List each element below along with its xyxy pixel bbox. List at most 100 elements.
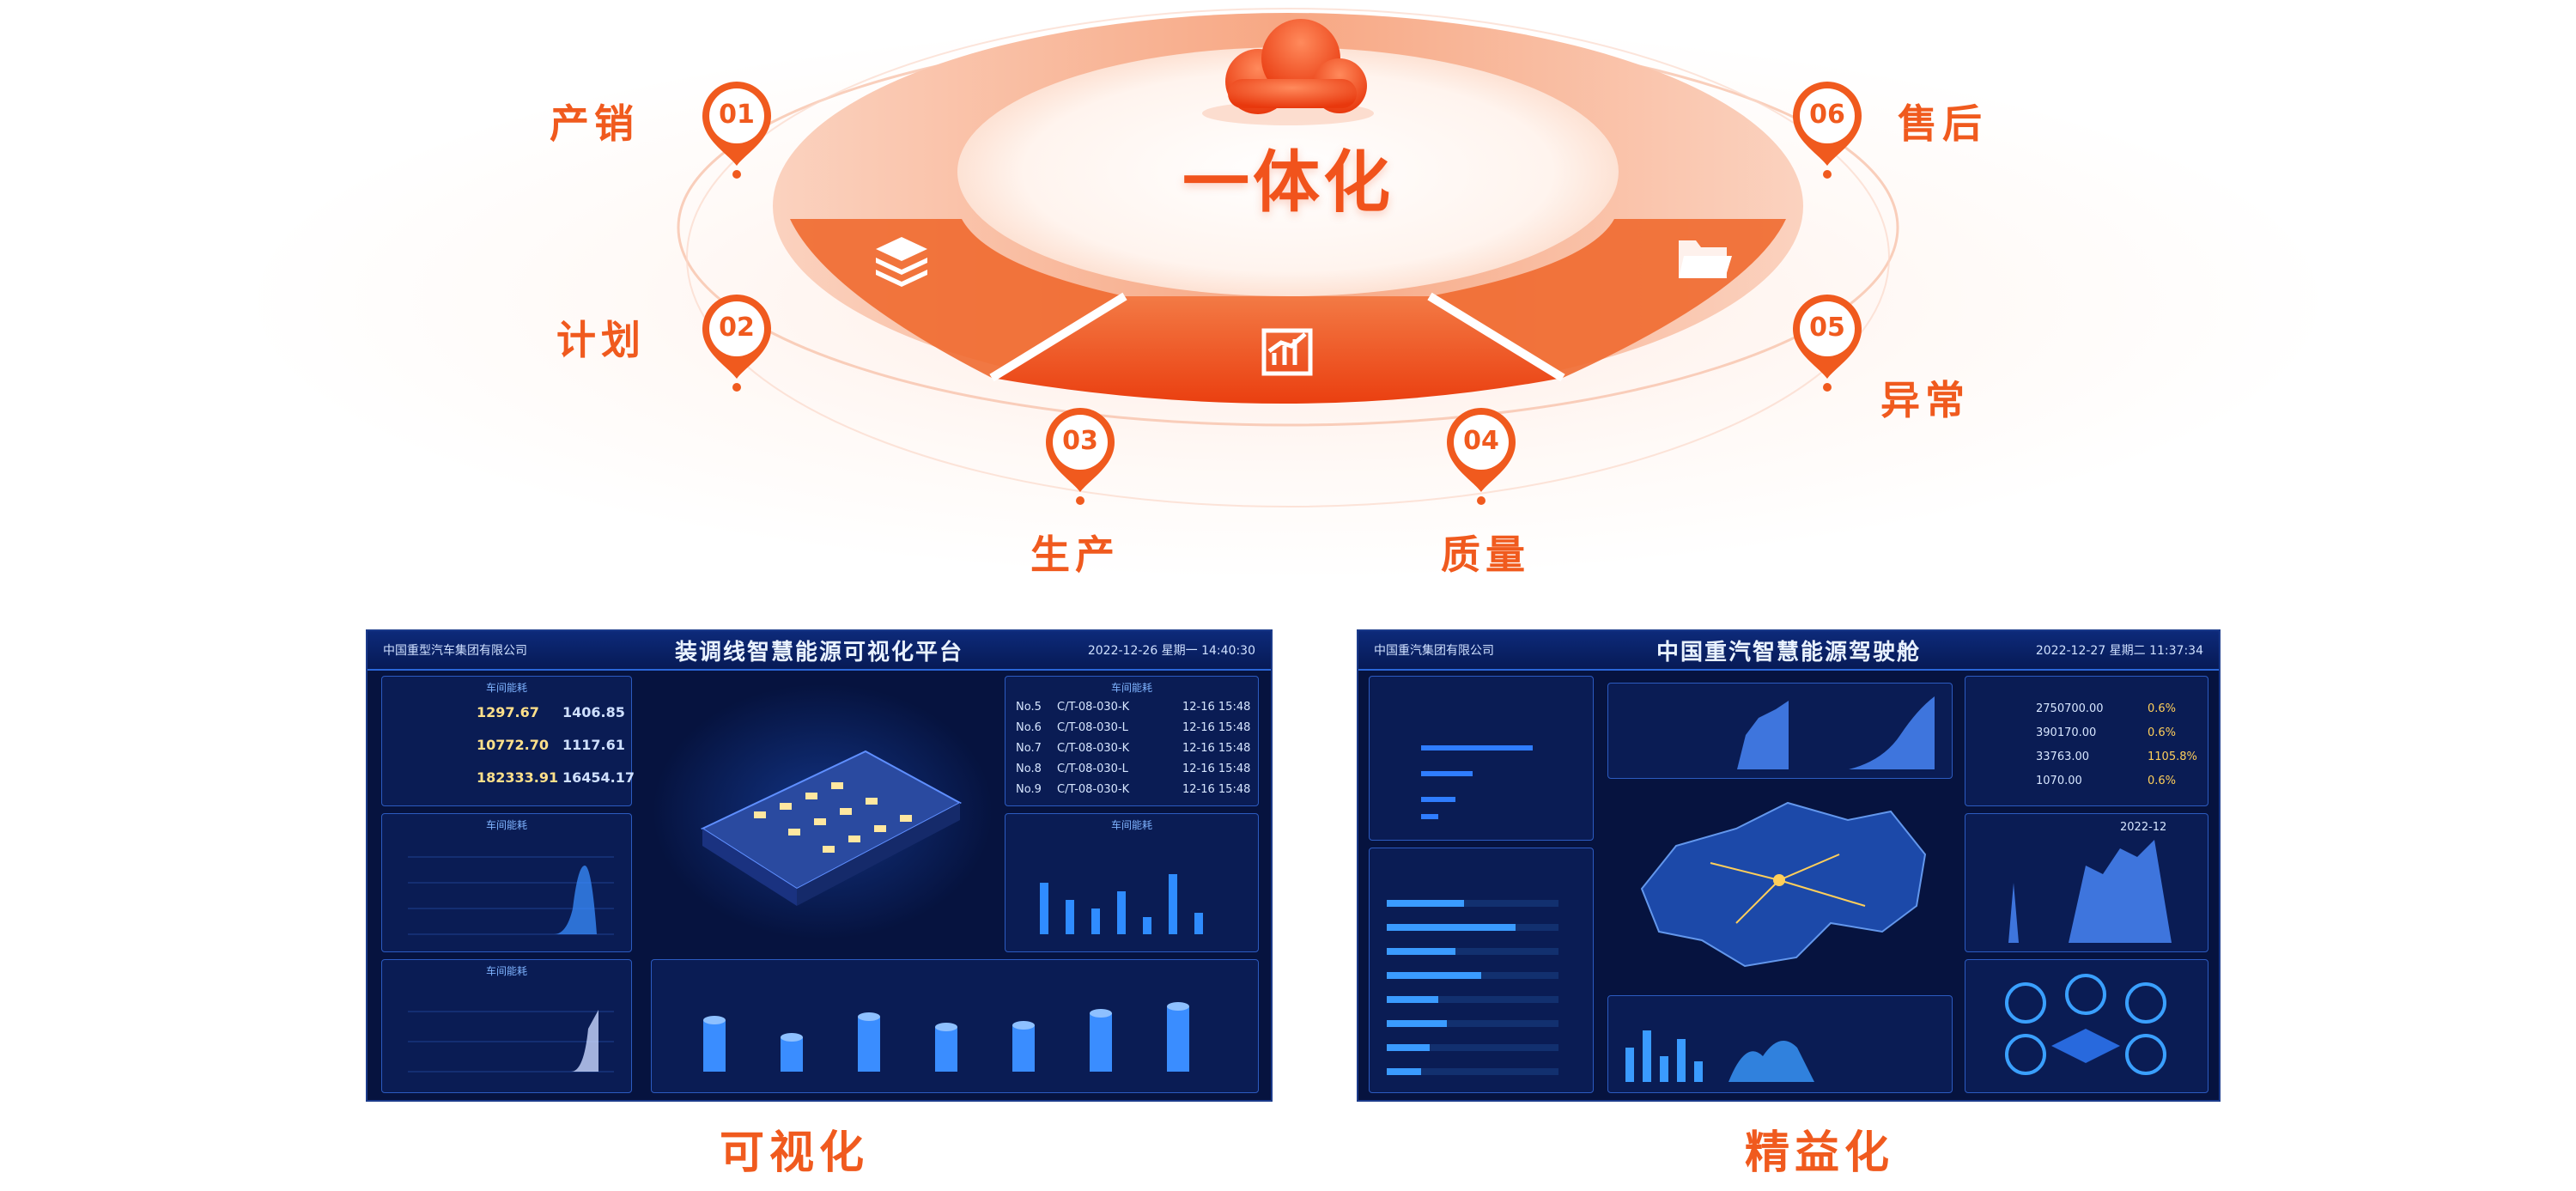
gauge-rings: [2005, 974, 2166, 1075]
location-pin-01: [702, 82, 771, 179]
step-label-01: 产销: [550, 100, 639, 147]
list-text: C/T-08-030-K: [1057, 742, 1130, 755]
screen-left-org: 中国重型汽车集团有限公司: [383, 644, 527, 658]
list-no: No.6: [1016, 721, 1042, 734]
panel-values: 2750700.00 0.6% 390170.00 0.6% 33763.00 …: [1965, 676, 2208, 806]
panel-line-chart-1: 车间能耗: [381, 813, 632, 952]
mini-area-chart: [408, 856, 614, 935]
region-map: [1607, 786, 1951, 983]
panel-right-area: 2022-12: [1965, 813, 2208, 952]
screen-left: 中国重型汽车集团有限公司 装调线智慧能源可视化平台 2022-12-26 星期一…: [366, 629, 1273, 1102]
mini-area-chart: [408, 1010, 614, 1073]
panel-gauges: [1965, 959, 2208, 1093]
hbar-chart: [1421, 745, 1533, 819]
metric-sub: 1117.61: [562, 737, 625, 753]
location-pin-03: [1046, 408, 1115, 505]
step-label-03: 生产: [1030, 532, 1120, 578]
bottom-label-visualization: 可视化: [720, 1127, 870, 1179]
pct-cell: 0.6%: [2148, 702, 2177, 715]
list-no: No.9: [1016, 783, 1042, 796]
screen-right-header: 中国重汽集团有限公司 中国重汽智慧能源驾驶舱 2022-12-27 星期二 11…: [1358, 631, 2219, 671]
step-label-04: 质量: [1441, 532, 1530, 578]
list-no: No.5: [1016, 701, 1042, 714]
pin-number-02: 02: [719, 313, 755, 343]
panel-bottom-charts: [1607, 995, 1953, 1093]
panel-hbar-chart: [1369, 676, 1594, 841]
list-time: 12-16 15:48: [1182, 763, 1251, 775]
right-area-chart: [1991, 840, 2172, 943]
list-no: No.7: [1016, 742, 1042, 755]
pin-number-04: 04: [1463, 426, 1499, 456]
metric-sub: 16454.17: [562, 769, 635, 786]
list-text: C/T-08-030-K: [1057, 783, 1130, 796]
step-label-02: 计划: [556, 317, 646, 363]
panel-caption: 车间能耗: [485, 682, 527, 694]
step-label-05: 异常: [1880, 377, 1970, 423]
panel-caption: 车间能耗: [485, 965, 527, 977]
metric-value: 182333.91: [477, 769, 559, 786]
factory-model: [700, 750, 963, 906]
bottom-label-lean: 精益化: [1745, 1127, 1895, 1179]
folder-icon: [1679, 240, 1732, 278]
mini-bar-chart: [1040, 874, 1203, 934]
cylinder-bar-chart: [703, 1002, 1189, 1072]
value-cell: 1070.00: [2036, 775, 2082, 787]
pin-number-06: 06: [1809, 100, 1845, 130]
location-pin-02: [702, 295, 771, 392]
metric-sub: 1406.85: [562, 704, 625, 720]
value-cell: 2750700.00: [2036, 702, 2104, 715]
list-no: No.8: [1016, 763, 1042, 775]
map-shape: [1640, 801, 1927, 968]
location-pin-05: [1793, 295, 1862, 392]
location-pin-06: [1793, 82, 1862, 179]
donut-ring: [773, 13, 1803, 404]
panel-caption: 车间能耗: [1110, 682, 1152, 694]
value-cell: 390170.00: [2036, 726, 2097, 739]
pct-cell: 0.6%: [2148, 726, 2177, 739]
panel-bar-chart: 车间能耗: [1005, 813, 1259, 952]
outer-ring-2: [686, 8, 1890, 507]
step-label-06: 售后: [1898, 100, 1987, 147]
panel-top-charts: [1607, 683, 1953, 779]
panel-metrics: 车间能耗 1297.67 1406.85 10772.70 1117.61 18…: [381, 676, 635, 806]
list-time: 12-16 15:48: [1182, 783, 1251, 796]
list-time: 12-16 15:48: [1182, 721, 1251, 734]
metric-value: 10772.70: [477, 737, 550, 753]
panel-caption: 车间能耗: [485, 819, 527, 831]
value-cell: 33763.00: [2036, 750, 2090, 763]
pin-number-05: 05: [1809, 313, 1845, 343]
location-pin-04: [1447, 408, 1516, 505]
top-mini-charts: [1737, 696, 1935, 769]
panel-list: 车间能耗 No.5 C/T-08-030-K 12-16 15:48 No.6 …: [1005, 676, 1259, 806]
screen-left-title: 装调线智慧能源可视化平台: [674, 640, 963, 665]
donut-hole: [957, 47, 1619, 296]
list-time: 12-16 15:48: [1182, 701, 1251, 714]
pin-number-01: 01: [719, 100, 755, 130]
panel-caption: 车间能耗: [1110, 819, 1152, 831]
list-text: C/T-08-030-L: [1057, 763, 1128, 775]
cloud-icon: [1202, 19, 1374, 125]
screen-left-time: 2022-12-26 星期一 14:40:30: [1087, 644, 1255, 658]
donut-segment-left: [790, 219, 1125, 378]
metric-value: 1297.67: [477, 704, 539, 720]
date-tag: 2022-12: [2120, 821, 2167, 834]
screen-right-title: 中国重汽智慧能源驾驶舱: [1656, 640, 1921, 665]
pct-cell: 0.6%: [2148, 775, 2177, 787]
donut-segment-front: [992, 296, 1563, 404]
screen-left-header: 中国重型汽车集团有限公司 装调线智慧能源可视化平台 2022-12-26 星期一…: [368, 631, 1271, 671]
bottom-mini-charts: [1625, 1030, 1814, 1082]
pin-number-03: 03: [1062, 426, 1098, 456]
layers-icon: [876, 237, 927, 287]
list-text: C/T-08-030-L: [1057, 721, 1128, 734]
list-text: C/T-08-030-K: [1057, 701, 1130, 714]
panel-cylinder-chart: [651, 959, 1259, 1093]
panel-progress-list: [1369, 848, 1594, 1093]
panel-line-chart-2: 车间能耗: [381, 959, 632, 1093]
list-time: 12-16 15:48: [1182, 742, 1251, 755]
screen-right-org: 中国重汽集团有限公司: [1374, 644, 1494, 658]
pct-cell: 1105.8%: [2148, 750, 2197, 763]
screen-right-time: 2022-12-27 星期二 11:37:34: [2035, 644, 2203, 658]
chart-icon: [1261, 328, 1313, 376]
